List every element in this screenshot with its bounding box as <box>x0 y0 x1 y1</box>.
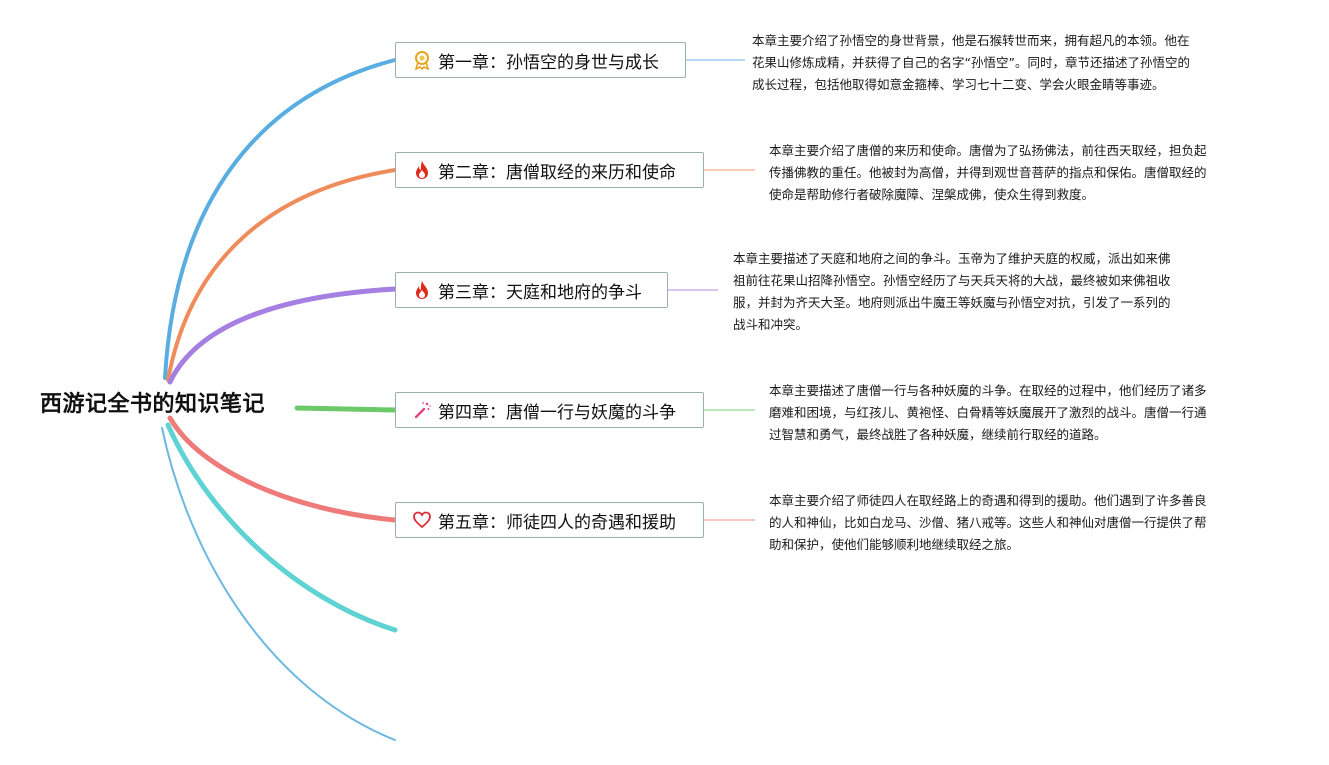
chapter-5-label: 第五章：师徒四人的奇遇和援助 <box>438 512 676 533</box>
root-topic[interactable]: 西游记全书的知识笔记 <box>40 392 266 417</box>
chapter-2-node[interactable]: 第二章：唐僧取经的来历和使命 <box>395 152 704 188</box>
magic-wand-icon <box>412 400 432 420</box>
chapter-1-note: 本章主要介绍了孙悟空的身世背景，他是石猴转世而来，拥有超凡的本领。他在 花果山修… <box>752 33 1190 92</box>
chapter-3-node[interactable]: 第三章：天庭和地府的争斗 <box>395 272 668 308</box>
chapter-4-branch <box>294 405 398 413</box>
empty-branch-2 <box>161 427 396 741</box>
chapter-3-branch <box>167 286 398 385</box>
chapter-4-note: 本章主要描述了唐僧一行与各种妖魔的斗争。在取经的过程中，他们经历了诸多 磨难和困… <box>769 383 1207 442</box>
chapter-2-branch <box>166 168 397 382</box>
chapter-3-note: 本章主要描述了天庭和地府之间的争斗。玉帝为了维护天庭的权威，派出如来佛 祖前往花… <box>733 251 1171 332</box>
chapter-1-node[interactable]: 第一章：孙悟空的身世与成长 <box>395 42 686 78</box>
chapter-3-label: 第三章：天庭和地府的争斗 <box>438 282 642 303</box>
chapter-5-node[interactable]: 第五章：师徒四人的奇遇和援助 <box>395 502 704 538</box>
chapter-4-label: 第四章：唐僧一行与妖魔的斗争 <box>438 402 676 423</box>
chapter-5-branch <box>167 415 398 523</box>
fire-icon <box>412 160 432 180</box>
chapter-2-label: 第二章：唐僧取经的来历和使命 <box>438 162 676 183</box>
fire-icon <box>412 280 432 300</box>
chapter-1-label: 第一章：孙悟空的身世与成长 <box>438 52 659 73</box>
chapter-4-node[interactable]: 第四章：唐僧一行与妖魔的斗争 <box>395 392 704 428</box>
chapter-5-note: 本章主要介绍了师徒四人在取经路上的奇遇和得到的援助。他们遇到了许多善良 的人和神… <box>769 493 1207 552</box>
chapter-1-branch <box>163 58 397 380</box>
medal-icon <box>412 50 432 71</box>
chapter-2-note: 本章主要介绍了唐僧的来历和使命。唐僧为了弘扬佛法，前往西天取经，担负起 传播佛教… <box>769 143 1207 202</box>
heart-icon <box>412 510 432 530</box>
empty-branch-1 <box>165 422 398 633</box>
